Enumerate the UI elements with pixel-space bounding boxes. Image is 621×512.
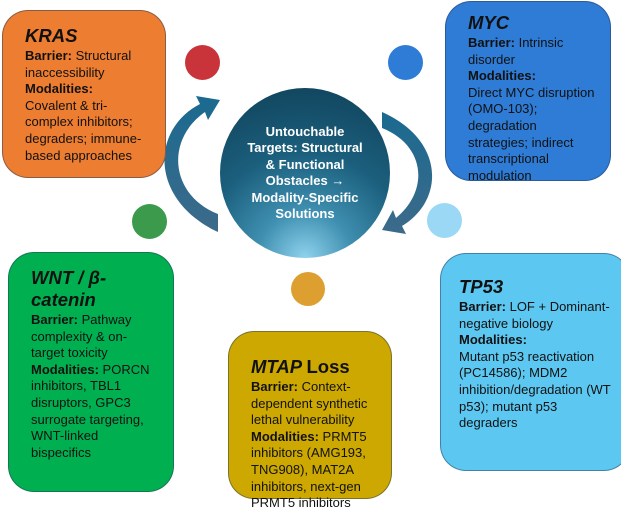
myc-dot: [388, 45, 423, 80]
barrier-label: Barrier:: [31, 312, 78, 327]
barrier-text: Pathway complexity & on-target toxicity: [31, 312, 132, 361]
card-title: TP53: [459, 276, 504, 297]
title-gene: MTAP: [251, 356, 302, 377]
card-title: WNT / β-catenin: [31, 267, 107, 310]
center-text: Untouchable Targets: Structural & Functi…: [247, 123, 363, 222]
myc-card: MYC Barrier: Intrinsic disorder Modaliti…: [445, 1, 611, 183]
barrier-label: Barrier:: [459, 299, 506, 314]
left-arrow-icon: [164, 96, 220, 232]
modalities-label: Modalities:: [25, 81, 93, 97]
barrier-text: Context-dependent synthetic lethal vulne…: [251, 379, 368, 428]
barrier-label: Barrier:: [25, 48, 72, 63]
kras-card: KRAS Barrier: Structural inaccessibility…: [2, 10, 166, 178]
barrier-text: LOF + Dominant-negative biology: [459, 299, 610, 331]
card-title: MTAP Loss: [251, 356, 381, 378]
wnt-dot: [132, 204, 167, 239]
tp53-card: TP53 Barrier: LOF + Dominant-negative bi…: [440, 253, 621, 471]
modalities-text: Direct MYC disruption (OMO-103); degrada…: [468, 84, 595, 183]
modalities-label: Modalities:: [459, 332, 527, 348]
card-title: MYC: [468, 12, 510, 33]
barrier-text: Structural inaccessibility: [25, 48, 132, 80]
modalities-text: Mutant p53 reactivation (PC14586); MDM2 …: [459, 348, 611, 431]
wnt-card: WNT / β-catenin Barrier: Pathway complex…: [8, 252, 174, 492]
cycle-arrows: [164, 96, 433, 234]
modalities-text: PORCN inhibitors, TBL1 disruptors, GPC3 …: [31, 361, 150, 460]
barrier-label: Barrier:: [468, 35, 515, 50]
kras-dot: [185, 45, 220, 80]
card-title: KRAS: [25, 25, 78, 46]
title-suffix: Loss: [306, 356, 350, 377]
barrier-label: Barrier:: [251, 379, 298, 394]
barrier-text: Intrinsic disorder: [468, 35, 564, 67]
modalities-text: Covalent & tri-complex inhibitors; degra…: [25, 97, 142, 163]
modalities-label: Modalities:: [31, 361, 99, 377]
modalities-label: Modalities:: [468, 68, 536, 84]
right-arrow-icon: [382, 112, 433, 234]
modalities-label: Modalities:: [251, 428, 319, 444]
mtap-dot: [291, 272, 325, 306]
center-hub: Untouchable Targets: Structural & Functi…: [220, 88, 390, 258]
mtap-card: MTAP Loss Barrier: Context-dependent syn…: [228, 331, 392, 510]
tp53-dot: [427, 203, 462, 238]
